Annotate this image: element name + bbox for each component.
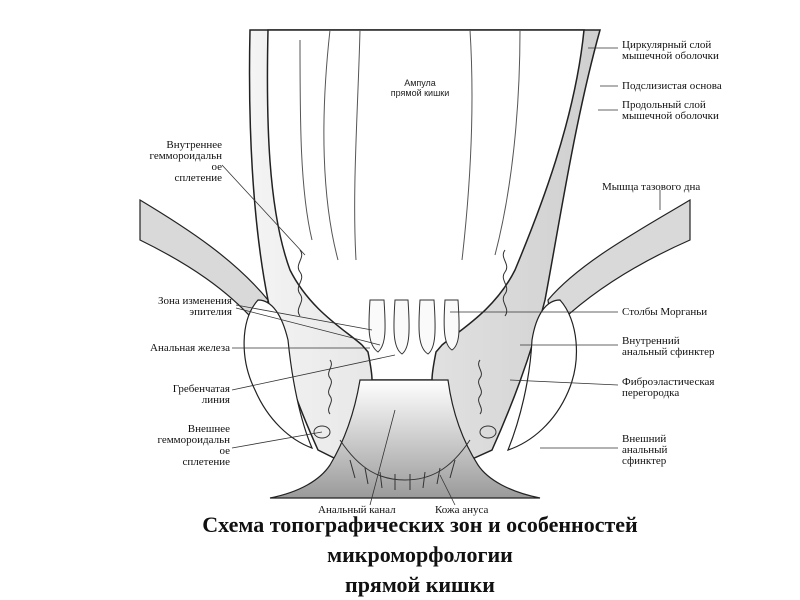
fibroelastic-septum-label: Фиброэластическая перегородка [622, 376, 715, 399]
anal-gland-label: Анальная железа [150, 342, 230, 354]
longitudinal-layer-label: Продольный слой мышечной оболочки [622, 99, 719, 122]
anal-canal [269, 379, 541, 499]
morgagni-columns-label: Столбы Морганьи [622, 306, 708, 318]
caption-line-3: прямой кишки [345, 572, 495, 597]
caption-line-1: Схема топографических зон и особенностей [202, 512, 638, 537]
mucosal-folds [299, 29, 521, 261]
circular-layer-label: Циркулярный слой мышечной оболочки [622, 39, 719, 62]
external-sphincter-right [506, 299, 577, 451]
external-hemorrhoidal-plexus-label: Внешнее геммороидальн ое сплетение [157, 423, 230, 468]
pectinate-line-label: Гребенчатая линия [172, 383, 230, 406]
caption-line-2: микроморфологии [327, 542, 513, 567]
morgagni-columns [368, 299, 460, 355]
figure-caption: Схема топографических зон и особенностей… [80, 510, 760, 600]
leader-lines-left [221, 164, 396, 449]
external-sphincter-label: Внешний анальный сфинктер [622, 433, 668, 467]
submucosa-label: Подслизистая основа [622, 80, 722, 92]
leader-lines-right [450, 47, 661, 449]
ampulla-label: Ампула прямой кишки [390, 78, 450, 98]
internal-hemorrhoidal-plexus-label: Внутреннее геммороидальн ое сплетение [149, 139, 222, 184]
anus-skin-label: Кожа ануса [435, 504, 489, 516]
external-sphincter-left [243, 299, 314, 450]
epithelium-zone-label: Зона изменения эпителия [157, 295, 232, 318]
anoderm-folds [339, 439, 471, 490]
internal-sphincter-label: Внутренний анальный сфинктер [622, 335, 715, 358]
pelvic-floor-muscle-label: Мышца тазового дна [602, 181, 701, 193]
anal-canal-label: Анальный канал [318, 504, 396, 516]
leader-lines-bottom [369, 409, 456, 506]
